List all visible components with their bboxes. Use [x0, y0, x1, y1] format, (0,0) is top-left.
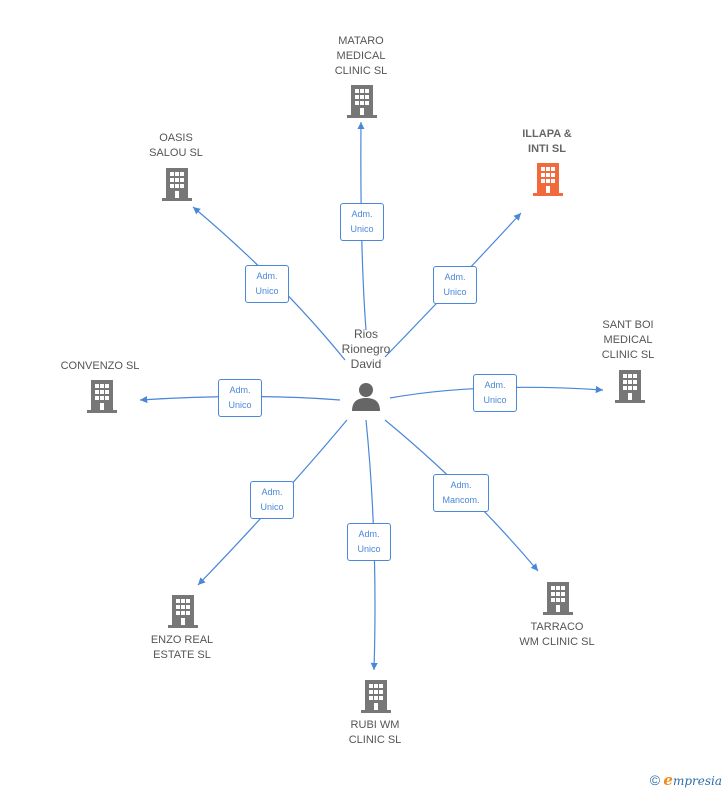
building-icon[interactable] [615, 368, 645, 404]
company-name-enzo[interactable]: ENZO REAL ESTATE SL [150, 634, 214, 661]
person-icon[interactable] [350, 381, 382, 411]
role-label-enzo: Adm. Unico [250, 481, 294, 519]
company-name-illapa[interactable]: ILLAPA & INTI SL [522, 128, 572, 155]
company-name-convenzo[interactable]: CONVENZO SL [60, 360, 140, 372]
company-name-tarraco[interactable]: TARRACO WM CLINIC SL [519, 621, 595, 648]
copyright-symbol: © [649, 772, 661, 788]
role-label-mataro: Adm. Unico [340, 203, 384, 241]
company-name-oasis[interactable]: OASIS SALOU SL [149, 132, 203, 159]
building-icon[interactable] [168, 593, 198, 629]
company-name-mataro[interactable]: MATARO MEDICAL CLINIC SL [334, 35, 388, 77]
building-icon[interactable] [347, 83, 377, 119]
role-label-illapa: Adm. Unico [433, 266, 477, 304]
brand-watermark: © empresia [650, 771, 722, 789]
building-icon[interactable] [162, 166, 192, 202]
building-icon[interactable] [543, 580, 573, 616]
building-icon[interactable] [87, 378, 117, 414]
building-icon-highlighted[interactable] [533, 161, 563, 197]
role-label-tarraco: Adm. Mancom. [433, 474, 489, 512]
brand-name: mpresia [672, 774, 722, 788]
building-icon[interactable] [361, 678, 391, 714]
person-name[interactable]: Rios Rionegro David [341, 327, 391, 371]
company-name-santboi[interactable]: SANT BOI MEDICAL CLINIC SL [601, 319, 655, 361]
company-name-rubi[interactable]: RUBI WM CLINIC SL [348, 719, 402, 746]
brand-logo-e: e [663, 771, 673, 789]
role-label-oasis: Adm. Unico [245, 265, 289, 303]
role-label-santboi: Adm. Unico [473, 374, 517, 412]
role-label-rubi: Adm. Unico [347, 523, 391, 561]
role-label-convenzo: Adm. Unico [218, 379, 262, 417]
